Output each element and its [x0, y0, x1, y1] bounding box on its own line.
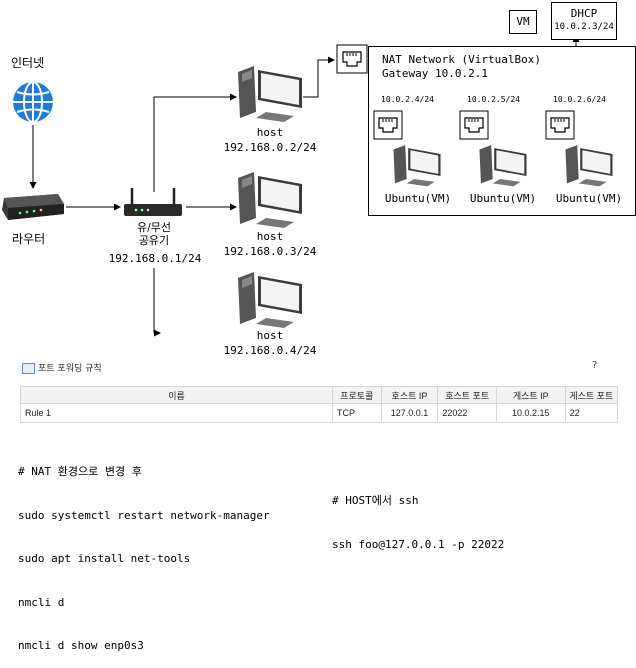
vm-computer-icon	[393, 145, 441, 187]
guest-port-cell[interactable]: 22	[564, 403, 619, 423]
protocol-cell[interactable]: TCP	[331, 403, 382, 423]
code-block-host: # HOST에서 ssh ssh foo@127.0.0.1 -p 22022	[332, 465, 504, 567]
port-forward-header: 포트 포워딩 규칙 ?	[20, 358, 616, 378]
port-forward-title: 포트 포워딩 규칙	[38, 364, 102, 374]
host-2-ip: 192.168.0.3/24	[223, 245, 317, 258]
ap-label-line2: 공유기	[138, 234, 170, 247]
vm-computer-icon	[479, 145, 527, 187]
code-line: sudo apt install net-tools	[18, 552, 191, 565]
host-1-name: host	[256, 126, 284, 139]
internet-label: 인터넷	[11, 56, 45, 70]
code-line: nmcli d show enp0s3	[18, 639, 144, 652]
vm-2-label: Ubuntu(VM)	[469, 192, 537, 205]
vm-3-ip: 10.0.2.6/24	[553, 95, 606, 104]
code-line: # HOST에서 ssh	[332, 494, 419, 507]
ethernet-port-icon	[545, 110, 575, 140]
column-header[interactable]: 게스트 IP	[495, 386, 566, 404]
host-port-cell[interactable]: 22022	[437, 403, 497, 423]
host-2-name: host	[256, 230, 284, 243]
vm-tag: VM	[509, 10, 537, 34]
port-forward-table: 이름 프로토콜 호스트 IP 호스트 포트 게스트 IP 게스트 포트 Rule…	[20, 386, 619, 423]
router-label: 라우터	[12, 232, 46, 246]
ethernet-port-icon	[373, 110, 403, 140]
host-computer-icon	[238, 66, 302, 122]
nat-gateway: Gateway 10.0.2.1	[382, 67, 488, 80]
help-button[interactable]: ?	[592, 360, 598, 371]
code-line: # NAT 환경으로 변경 후	[18, 465, 142, 478]
host-computer-icon	[238, 172, 302, 228]
vm-2-ip: 10.0.2.5/24	[467, 95, 520, 104]
ap-label-line1: 유/무선	[136, 221, 172, 234]
dhcp-ip: 10.0.2.3/24	[554, 22, 614, 32]
router-icon	[2, 194, 64, 220]
code-line: sudo systemctl restart network-manager	[18, 508, 270, 522]
code-block-vm: # NAT 환경으로 변경 후 sudo systemctl restart n…	[18, 436, 270, 668]
column-header[interactable]: 호스트 IP	[380, 386, 439, 404]
nat-network-box	[368, 46, 636, 216]
ap-ip: 192.168.0.1/24	[108, 252, 202, 265]
vm-1-label: Ubuntu(VM)	[384, 192, 452, 205]
dhcp-title: DHCP	[570, 7, 598, 20]
host-ip-cell[interactable]: 127.0.0.1	[380, 403, 439, 423]
host-3-ip: 192.168.0.4/24	[223, 344, 317, 357]
column-header[interactable]: 이름	[20, 386, 333, 404]
dhcp-box: DHCP 10.0.2.3/24	[551, 2, 617, 40]
guest-ip-cell[interactable]: 10.0.2.15	[495, 403, 566, 423]
vm-1-ip: 10.0.2.4/24	[381, 95, 434, 104]
globe-icon	[13, 81, 53, 123]
column-header[interactable]: 게스트 포트	[564, 386, 619, 404]
vm-3-label: Ubuntu(VM)	[555, 192, 623, 205]
host-1-ip: 192.168.0.2/24	[223, 141, 317, 154]
column-header[interactable]: 프로토콜	[331, 386, 382, 404]
port-forward-icon	[22, 363, 35, 374]
wireless-router-icon	[124, 188, 182, 216]
table-header-row: 이름 프로토콜 호스트 IP 호스트 포트 게스트 IP 게스트 포트	[20, 386, 619, 404]
code-line: nmcli d	[18, 595, 65, 609]
ethernet-port-icon	[459, 110, 489, 140]
host-computer-icon	[238, 272, 302, 328]
table-row[interactable]: Rule 1 TCP 127.0.0.1 22022 10.0.2.15 22	[20, 403, 619, 423]
column-header[interactable]: 호스트 포트	[437, 386, 497, 404]
rule-name-cell[interactable]: Rule 1	[20, 403, 333, 423]
ethernet-port-icon	[336, 44, 368, 74]
host-3-name: host	[256, 329, 284, 342]
vm-computer-icon	[565, 145, 613, 187]
nat-network-title: NAT Network (VirtualBox)	[382, 53, 541, 66]
